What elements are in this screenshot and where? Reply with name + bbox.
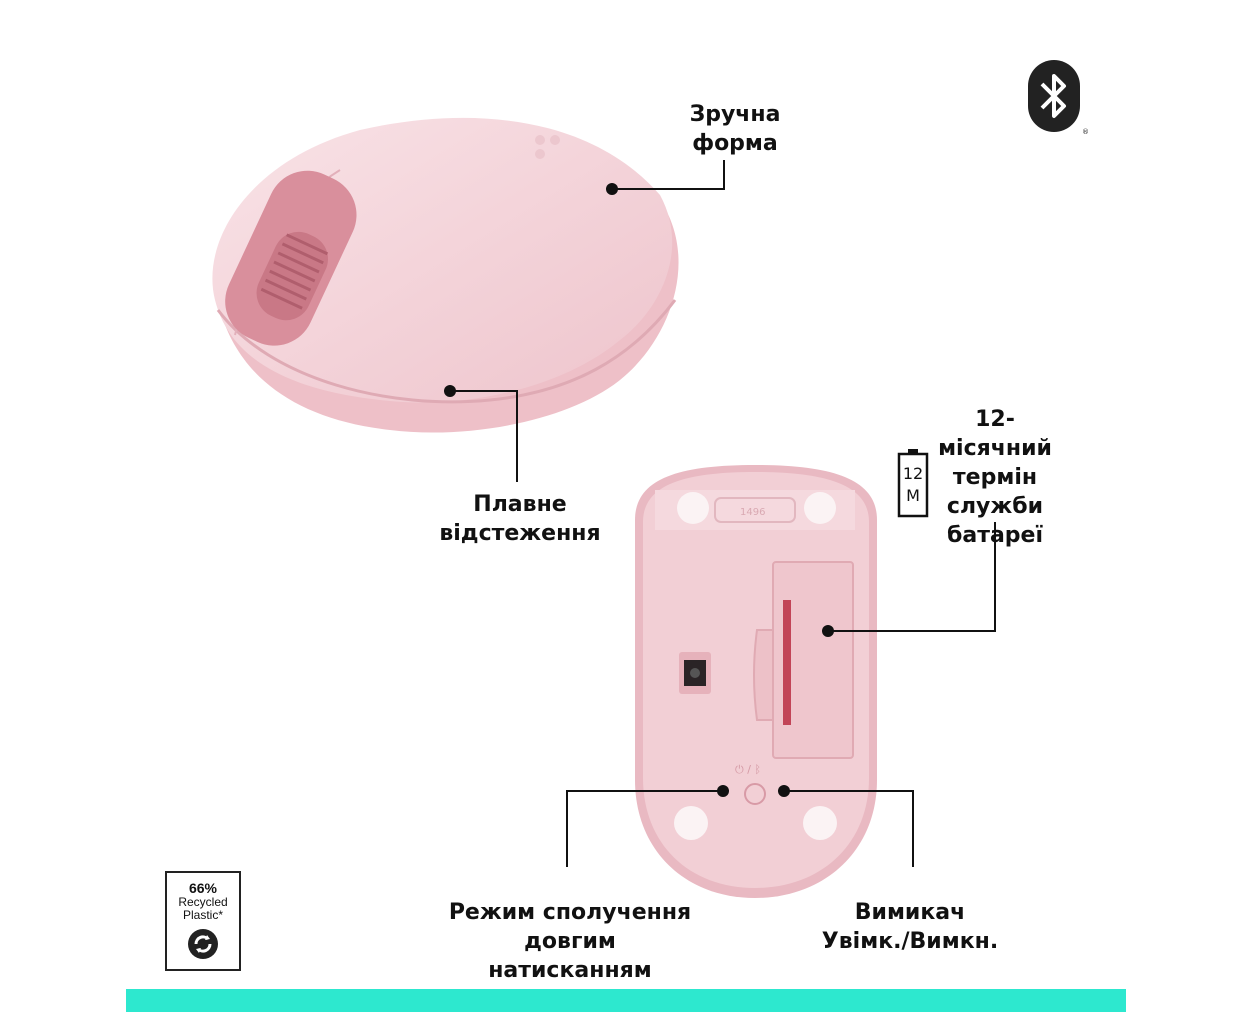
- power-pointer-line-v: [912, 790, 914, 867]
- svg-text:⏻ / ᛒ: ⏻ / ᛒ: [735, 763, 761, 776]
- recycle-icon: [188, 929, 218, 959]
- power-pointer-line-h: [784, 790, 914, 792]
- recycled-plastic-badge: 66% Recycled Plastic*: [165, 871, 241, 971]
- power-label: Вимикач Увімк./Вимкн.: [821, 900, 999, 954]
- mouse-bottom-view: 1496 ⏻ / ᛒ: [615, 460, 895, 905]
- tracking-pointer-line-h: [450, 390, 518, 392]
- recycled-text: Recycled: [178, 895, 228, 909]
- bluetooth-icon: ®: [1028, 60, 1088, 136]
- recycled-percent: 66%: [188, 880, 218, 896]
- plastic-text: Plastic*: [182, 908, 223, 922]
- pairing-pointer-line-h: [566, 790, 721, 792]
- bluetooth-badge: ®: [1026, 58, 1088, 136]
- shape-label: Зручна форма: [689, 102, 781, 156]
- battery-icon-unit: M: [906, 486, 920, 505]
- tracking-label: Плавне відстеження: [439, 492, 601, 546]
- battery-icon: 12 M: [896, 448, 930, 518]
- battery-pointer-line-v: [994, 522, 996, 632]
- shape-pointer-line-h: [612, 188, 725, 190]
- pairing-pointer-line-v: [566, 790, 568, 867]
- svg-text:1496: 1496: [740, 507, 765, 518]
- pairing-pointer-dot: [717, 785, 729, 797]
- mouse-top-view: [190, 110, 690, 440]
- shape-pointer-line-v: [723, 160, 725, 190]
- svg-text:®: ®: [1082, 128, 1088, 136]
- pairing-label: Режим сполучення довгим натисканням: [448, 900, 692, 983]
- tracking-pointer-line-v: [516, 390, 518, 482]
- battery-pointer-line-h: [830, 630, 996, 632]
- battery-icon-number: 12: [902, 464, 924, 483]
- battery-pointer-dot: [822, 625, 834, 637]
- accent-bar: [126, 989, 1126, 1012]
